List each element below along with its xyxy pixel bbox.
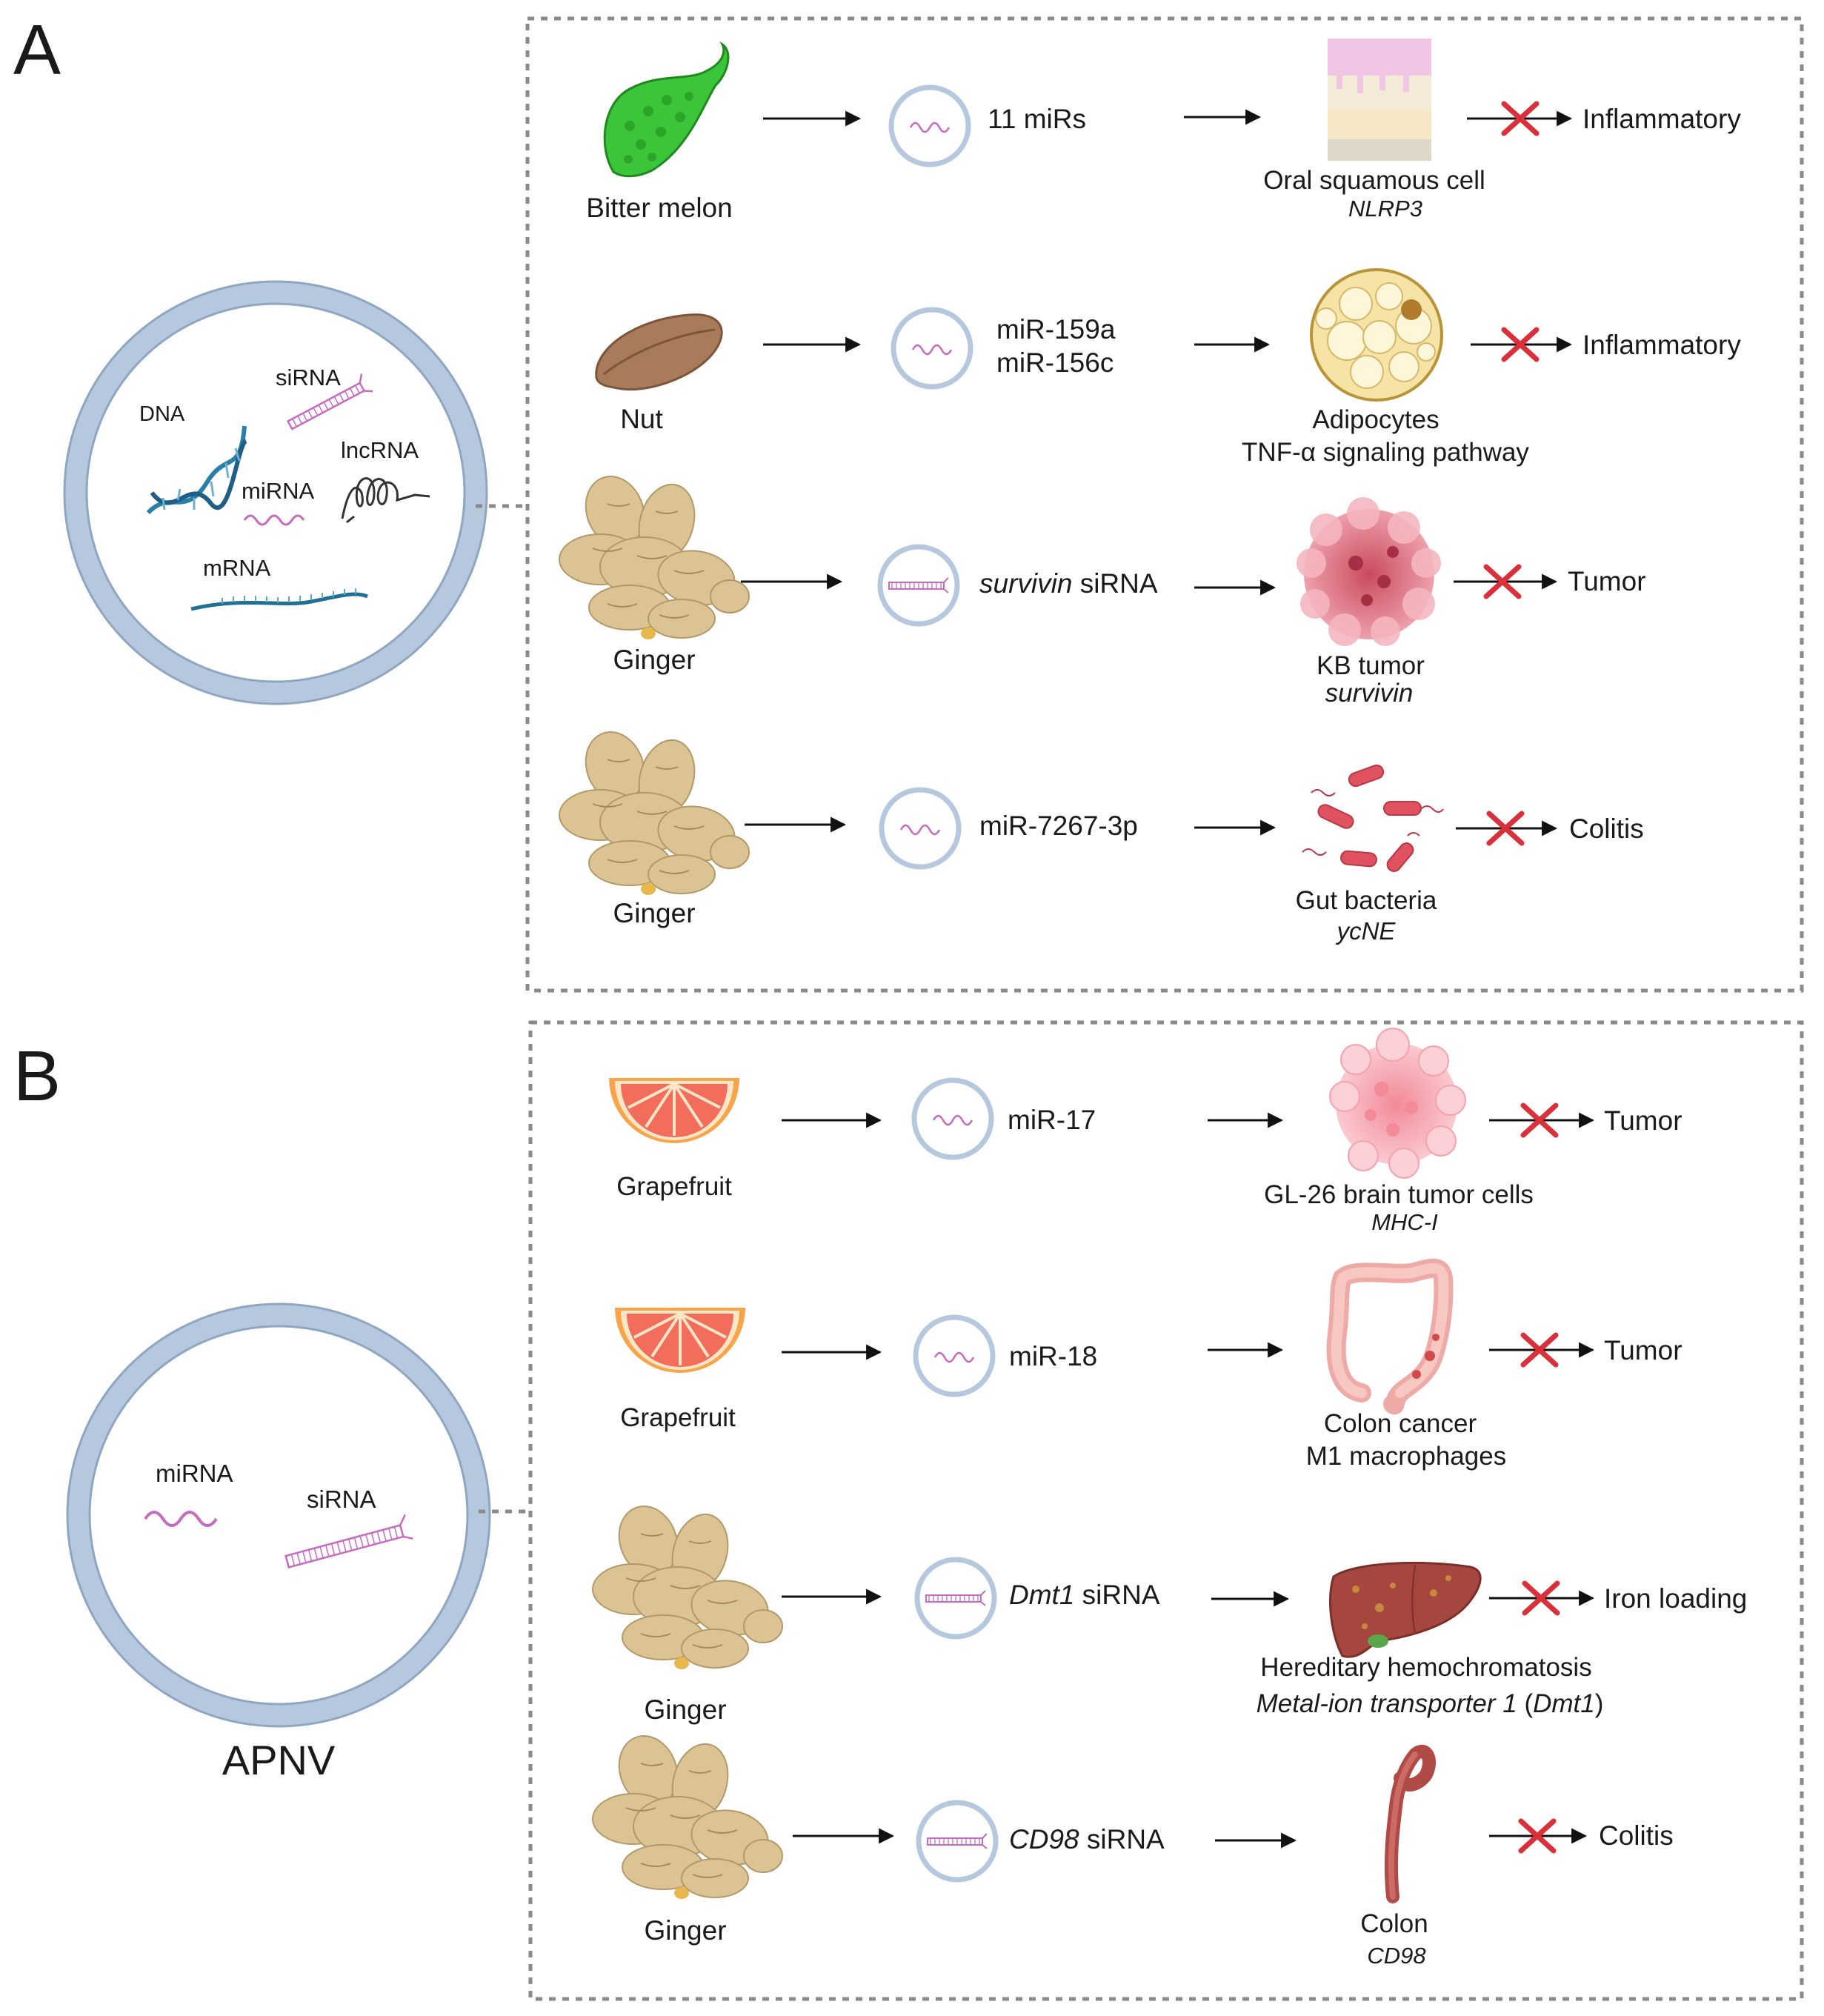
source-label-a2: Nut — [620, 404, 663, 434]
mirna-label-b: miRNA — [156, 1460, 233, 1487]
sirna-icon — [286, 373, 373, 430]
effect-label-b1: Tumor — [1604, 1105, 1682, 1136]
target-line2-b2: M1 macrophages — [1306, 1442, 1506, 1471]
panel-b-letter: B — [13, 1037, 61, 1116]
cargo-label-a4: miR-7267-3p — [979, 811, 1138, 841]
cargo-label-b4: CD98 siRNA — [1009, 1824, 1165, 1854]
mrna-icon — [190, 588, 369, 611]
cargo-gene-a3: survivin — [979, 568, 1072, 599]
bacteria-icon — [1302, 764, 1444, 872]
grapefruit-icon — [613, 1306, 747, 1374]
sirna-label-b: siRNA — [307, 1486, 376, 1513]
cargo-label-b3: Dmt1 siRNA — [1009, 1580, 1160, 1610]
cargo-label-a2-line2: miR-156c — [996, 347, 1114, 378]
source-label-b1: Grapefruit — [616, 1172, 732, 1201]
lncrna-icon — [341, 477, 430, 524]
colon-icon — [1326, 1258, 1454, 1415]
cargo-gene-b4: CD98 — [1009, 1824, 1079, 1854]
vesicle-icon-b3 — [917, 1560, 994, 1637]
target-gene-a3: survivin — [1325, 679, 1414, 708]
ginger-icon — [559, 722, 750, 896]
mucosa-icon — [1328, 39, 1431, 161]
dna-icon — [146, 425, 248, 515]
dna-label: DNA — [139, 402, 185, 426]
vesicle-icon-a4 — [882, 790, 959, 867]
target-label-b3: Hereditary hemochromatosis — [1260, 1653, 1591, 1682]
target-label-a3: KB tumor — [1317, 651, 1425, 680]
panel-a-letter: A — [13, 10, 61, 90]
ginger-icon — [559, 467, 750, 640]
vesicle-icon-b2 — [916, 1317, 993, 1394]
cargo-suffix-b3: siRNA — [1074, 1580, 1159, 1610]
mirna-icon-b — [144, 1511, 218, 1527]
vesicle-a — [63, 280, 488, 705]
cargo-label-a2-line1: miR-159a — [996, 314, 1116, 345]
effect-label-b4: Colitis — [1599, 1820, 1674, 1851]
source-label-a3: Ginger — [613, 645, 695, 675]
source-label-a1: Bitter melon — [586, 193, 732, 223]
cargo-label-a1: 11 miRs — [988, 104, 1086, 134]
bitter-melon-icon — [603, 41, 730, 178]
target-gene-b3-paren-open: ( — [1517, 1689, 1534, 1718]
target-gene-b3-abbr: Dmt1 — [1533, 1689, 1595, 1718]
target-label-a4: Gut bacteria — [1296, 886, 1437, 915]
sirna-icon-b — [284, 1514, 413, 1568]
effect-label-b2: Tumor — [1604, 1335, 1682, 1365]
target-label-b4: Colon — [1360, 1909, 1428, 1938]
vesicle-icon-a2 — [893, 310, 971, 387]
tumor-icon — [1297, 497, 1441, 646]
target-gene-b3-paren-close: ) — [1595, 1689, 1604, 1718]
vesicle-b — [66, 1303, 491, 1728]
target-gene-b4: CD98 — [1367, 1943, 1426, 1969]
vesicle-icon-b1 — [914, 1080, 991, 1157]
target-gene-b3-name: Metal-ion transporter 1 — [1257, 1689, 1517, 1718]
adipocyte-icon — [1310, 268, 1443, 402]
target-label-a1: Oral squamous cell — [1263, 166, 1485, 195]
source-label-a4: Ginger — [613, 898, 695, 928]
colon-icon — [1384, 1745, 1436, 1903]
target-label-a2: Adipocytes — [1312, 405, 1439, 434]
effect-label-a1: Inflammatory — [1582, 104, 1741, 134]
cargo-label-a3: survivin siRNA — [979, 568, 1158, 599]
target-label-b2: Colon cancer — [1324, 1409, 1477, 1438]
source-label-b2: Grapefruit — [620, 1403, 736, 1432]
grapefruit-icon — [608, 1077, 741, 1145]
panel-b-frame — [528, 1020, 1804, 2001]
source-label-b3: Ginger — [644, 1694, 726, 1725]
vesicle-icon-b4 — [919, 1803, 996, 1880]
tumor-icon — [1329, 1028, 1466, 1179]
cargo-label-b2: miR-18 — [1009, 1341, 1097, 1371]
target-gene-a4: ycNE — [1336, 917, 1397, 945]
sirna-label: siRNA — [276, 365, 341, 390]
liver-icon — [1329, 1561, 1482, 1658]
vesicle-icon-a1 — [891, 87, 968, 164]
mrna-label: mRNA — [203, 555, 271, 581]
cargo-gene-b3: Dmt1 — [1009, 1580, 1074, 1610]
target-gene-a1: NLRP3 — [1348, 196, 1422, 222]
effect-label-a4: Colitis — [1569, 814, 1644, 844]
vesicle-icon-a3 — [880, 547, 957, 624]
effect-label-a2: Inflammatory — [1582, 330, 1741, 360]
ginger-icon — [592, 1497, 783, 1670]
source-label-b4: Ginger — [644, 1915, 726, 1946]
panel-a-frame — [525, 16, 1804, 993]
effect-label-a3: Tumor — [1568, 566, 1646, 596]
target-pathway-a2: TNF-α signaling pathway — [1242, 438, 1529, 467]
mirna-icon-a — [243, 514, 305, 526]
target-gene-b3: Metal-ion transporter 1 (Dmt1) — [1257, 1689, 1604, 1718]
nut-icon — [595, 313, 723, 391]
lncrna-label: lncRNA — [341, 437, 419, 463]
target-gene-b1: MHC-I — [1371, 1209, 1438, 1235]
cargo-label-b1: miR-17 — [1008, 1105, 1096, 1135]
apnv-label: APNV — [222, 1737, 336, 1783]
target-label-b1: GL-26 brain tumor cells — [1264, 1180, 1534, 1209]
effect-label-b3: Iron loading — [1604, 1583, 1747, 1614]
cargo-suffix-b4: siRNA — [1079, 1824, 1165, 1854]
cargo-suffix-a3: siRNA — [1072, 568, 1157, 599]
ginger-icon — [592, 1726, 783, 1900]
mirna-label-a: miRNA — [242, 478, 314, 504]
